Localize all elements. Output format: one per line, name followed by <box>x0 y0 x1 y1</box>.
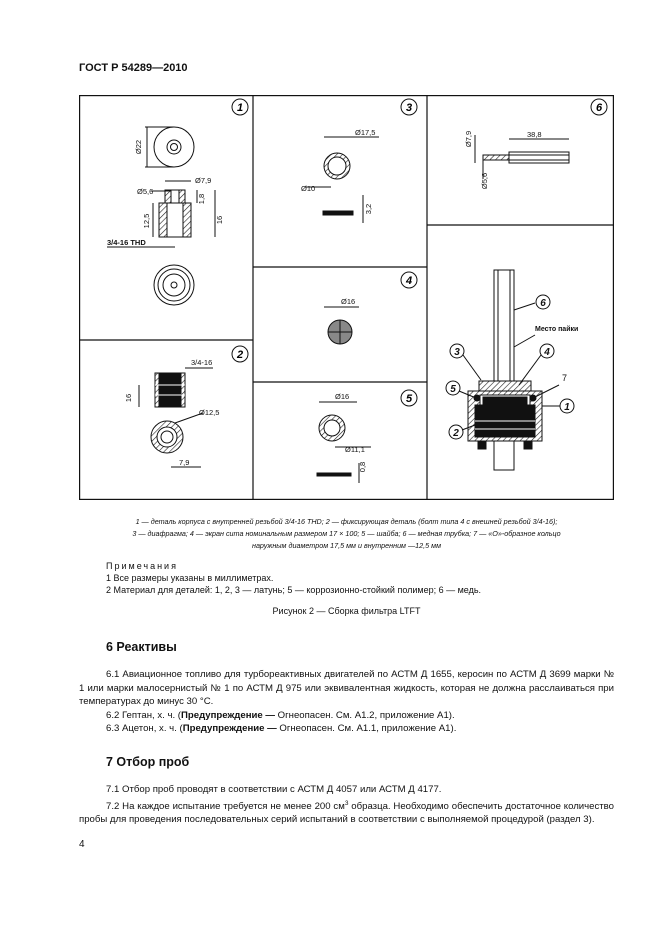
svg-text:1: 1 <box>564 402 570 413</box>
svg-text:Ø11,1: Ø11,1 <box>345 445 365 454</box>
section-6-heading: 6 Реактивы <box>106 640 177 654</box>
section-7-body: 7.1 Отбор проб проводят в соответствии с… <box>79 783 614 827</box>
svg-text:1: 1 <box>237 102 243 114</box>
svg-text:3/4-16: 3/4-16 <box>191 358 212 367</box>
svg-text:2: 2 <box>452 428 459 439</box>
document-header: ГОСТ Р 54289—2010 <box>79 62 188 74</box>
svg-text:Ø22: Ø22 <box>134 140 143 154</box>
paragraph-7-1: 7.1 Отбор проб проводят в соответствии с… <box>106 784 442 795</box>
panel-number-3: 3 <box>400 98 418 116</box>
section-6-body: 6.1 Авиационное топливо для турбореактив… <box>79 668 614 736</box>
svg-text:Ø10: Ø10 <box>301 184 315 193</box>
note-2: 2 Материал для деталей: 1, 2, 3 — латунь… <box>106 585 482 595</box>
svg-text:7: 7 <box>562 373 567 383</box>
svg-text:Ø17,5: Ø17,5 <box>355 128 375 137</box>
svg-text:3/4-16 THD: 3/4-16 THD <box>107 238 146 247</box>
svg-text:Ø7,9: Ø7,9 <box>195 176 211 185</box>
svg-text:6: 6 <box>540 298 546 309</box>
panel-number-5: 5 <box>400 389 418 407</box>
panel-1-housing-drawing: Ø22 Ø7,9 Ø5,6 1,8 16 12,5 3/4-16 THD <box>107 126 224 306</box>
svg-text:12,5: 12,5 <box>142 214 151 229</box>
page-number: 4 <box>79 839 85 850</box>
section-7-heading: 7 Отбор проб <box>106 755 190 769</box>
svg-text:6: 6 <box>596 102 603 114</box>
svg-text:16: 16 <box>215 216 224 224</box>
figure-caption-line-3: наружным диаметром 17,5 мм и внутренним … <box>251 541 442 550</box>
svg-text:Ø7,9: Ø7,9 <box>464 131 473 147</box>
svg-text:5: 5 <box>450 384 456 395</box>
filter-assembly-figure: 1 3 6 2 4 5 Ø22 Ø7,9 Ø5,6 1,8 16 12,5 3/… <box>79 95 614 500</box>
svg-text:4: 4 <box>543 347 550 358</box>
notes-title: Примечания <box>106 561 178 571</box>
svg-text:Место пайки: Место пайки <box>535 325 578 333</box>
svg-text:3: 3 <box>406 102 412 114</box>
panel-number-2: 2 <box>231 345 249 363</box>
panel-6-copper-tube-drawing: 38,8 Ø7,9 Ø5,6 <box>464 130 570 189</box>
svg-text:0,8: 0,8 <box>358 462 367 472</box>
svg-text:Ø16: Ø16 <box>335 392 349 401</box>
svg-text:5: 5 <box>406 393 413 405</box>
filter-assembly-section: Место пайки 6 3 4 5 7 1 2 <box>445 269 578 471</box>
svg-text:Ø16: Ø16 <box>341 297 355 306</box>
svg-text:1,8: 1,8 <box>197 194 206 204</box>
svg-text:Ø12,5: Ø12,5 <box>199 408 219 417</box>
panel-number-4: 4 <box>400 271 418 289</box>
note-1: 1 Все размеры указаны в миллиметрах. <box>106 573 274 583</box>
paragraph-6-3: 6.3 Ацетон, х. ч. (Предупреждение — Огне… <box>106 723 457 734</box>
paragraph-7-2: 7.2 На каждое испытание требуется не мен… <box>79 799 614 826</box>
paragraph-6-1: 6.1 Авиационное топливо для турбореактив… <box>79 669 614 707</box>
panel-4-screen-drawing: Ø16 <box>324 297 359 345</box>
panel-number-1: 1 <box>231 98 249 116</box>
svg-text:Ø5,6: Ø5,6 <box>480 173 489 189</box>
svg-text:3: 3 <box>454 347 460 358</box>
svg-text:16: 16 <box>124 394 133 402</box>
paragraph-6-2: 6.2 Гептан, х. ч. (Предупреждение — Огне… <box>106 709 455 721</box>
panel-2-retainer-drawing: 16 3/4-16 Ø12,5 7,9 <box>124 358 219 468</box>
notes-block: Примечания 1 Все размеры указаны в милли… <box>106 560 481 596</box>
svg-text:38,8: 38,8 <box>527 130 542 139</box>
figure-title: Рисунок 2 — Сборка фильтра LTFT <box>272 606 421 616</box>
figure-caption-line-2: 3 — диафрагма; 4 — экран сита номинальны… <box>132 529 561 538</box>
figure-caption-line-1: 1 — деталь корпуса с внутренней резьбой … <box>135 517 558 526</box>
svg-text:3,2: 3,2 <box>364 204 373 214</box>
svg-text:2: 2 <box>236 349 243 361</box>
svg-text:Ø5,6: Ø5,6 <box>137 187 153 196</box>
svg-text:4: 4 <box>405 275 412 287</box>
panel-number-6: 6 <box>590 98 608 116</box>
svg-text:7,9: 7,9 <box>179 458 189 467</box>
panel-3-diaphragm-drawing: Ø17,5 Ø10 3,2 <box>301 128 379 223</box>
panel-5-washer-drawing: Ø16 Ø11,1 0,8 <box>316 392 371 483</box>
